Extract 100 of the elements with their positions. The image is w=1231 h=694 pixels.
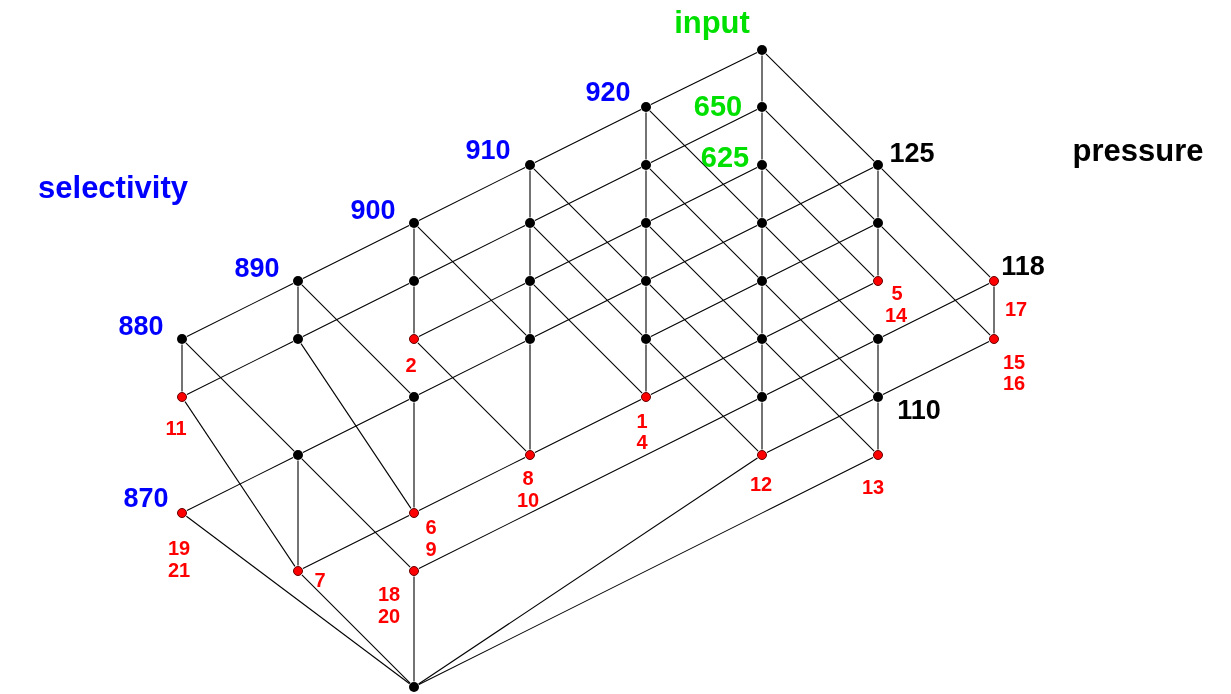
- connector-line: [649, 284, 759, 394]
- lattice-node-dot: [757, 392, 767, 402]
- lattice-node-dot: [525, 276, 535, 286]
- lattice-node-dot: [641, 334, 651, 344]
- lattice-node-dot: [641, 392, 651, 402]
- node-value-label: 15: [1002, 352, 1026, 372]
- connector-line: [297, 285, 299, 335]
- connector-line: [650, 108, 758, 164]
- node-value-label: 625: [700, 142, 750, 172]
- connector-line: [418, 398, 758, 570]
- connector-line: [418, 224, 526, 280]
- lattice-node-dot: [757, 102, 767, 112]
- lattice-node-dot: [409, 566, 419, 576]
- node-value-label: 20: [377, 606, 401, 626]
- node-value-label: 12: [749, 474, 773, 494]
- connector-line: [881, 168, 991, 278]
- connector-line: [301, 458, 411, 568]
- node-value-label: 650: [693, 91, 743, 121]
- connector-line: [533, 226, 643, 336]
- connector-line: [534, 166, 642, 222]
- node-value-label: 11: [165, 418, 187, 438]
- lattice-node-dot: [989, 334, 999, 344]
- connector-line: [302, 282, 410, 338]
- lattice-node-dot: [873, 276, 883, 286]
- connector-line: [417, 342, 527, 452]
- connector-line: [418, 282, 526, 338]
- lattice-node-dot: [757, 218, 767, 228]
- connector-line: [649, 226, 759, 336]
- connector-line: [645, 227, 647, 277]
- lattice-node-dot: [525, 334, 535, 344]
- lattice-node-dot: [873, 392, 883, 402]
- connector-line: [534, 108, 642, 164]
- connector-line: [766, 282, 874, 338]
- lattice-node-dot: [177, 508, 187, 518]
- lattice-node-dot: [641, 218, 651, 228]
- connector-line: [302, 514, 410, 570]
- connector-line: [649, 110, 759, 220]
- node-value-label: 920: [585, 78, 631, 106]
- node-value-label: 5: [891, 283, 903, 303]
- connector-line: [529, 169, 531, 219]
- node-value-label: 8: [522, 468, 534, 488]
- connector-line: [650, 51, 758, 106]
- lattice-node-dot: [757, 160, 767, 170]
- connector-line: [650, 224, 758, 280]
- connector-line: [765, 226, 875, 336]
- lattice-node-dot: [641, 160, 651, 170]
- connector-line: [297, 459, 299, 567]
- lattice-node-dot: [525, 218, 535, 228]
- node-value-label: 18: [377, 584, 401, 604]
- connector-line: [761, 111, 763, 161]
- node-value-label: 880: [118, 312, 164, 340]
- connector-line: [761, 401, 763, 451]
- connector-line: [413, 401, 415, 509]
- node-value-label: 17: [1004, 299, 1028, 319]
- lattice-node-dot: [873, 218, 883, 228]
- node-value-label: 910: [465, 136, 511, 164]
- connector-line: [650, 166, 758, 222]
- node-value-label: 9: [425, 539, 437, 559]
- connector-line: [765, 168, 875, 278]
- node-value-label: 900: [350, 196, 396, 224]
- connector-line: [413, 227, 415, 277]
- node-value-label: 21: [167, 560, 191, 580]
- connector-line: [418, 457, 758, 685]
- node-value-label: 870: [123, 484, 169, 512]
- axis-title: input: [674, 6, 750, 38]
- connector-line: [413, 575, 415, 683]
- node-value-label: 110: [897, 396, 941, 424]
- connector-line: [301, 284, 411, 394]
- node-value-label: 6: [425, 517, 437, 537]
- lattice-node-dot: [873, 450, 883, 460]
- lattice-node-dot: [873, 334, 883, 344]
- connector-line: [761, 343, 763, 393]
- connector-line: [761, 169, 763, 219]
- lattice-node-dot: [525, 160, 535, 170]
- connector-line: [765, 110, 875, 220]
- connector-line: [765, 53, 875, 162]
- connector-line: [418, 340, 526, 396]
- connector-line: [418, 456, 874, 686]
- connector-line: [765, 342, 875, 452]
- node-value-label: 118: [1001, 252, 1045, 280]
- lattice-node-dot: [409, 276, 419, 286]
- connector-line: [529, 343, 531, 451]
- connector-line: [533, 284, 643, 394]
- connector-line: [529, 285, 531, 335]
- connector-line: [185, 515, 411, 685]
- node-value-label: 16: [1002, 373, 1026, 393]
- node-value-label: 890: [234, 254, 280, 282]
- connector-line: [882, 282, 990, 338]
- connector-line: [417, 226, 527, 336]
- node-value-label: 19: [167, 538, 191, 558]
- lattice-node-dot: [409, 508, 419, 518]
- connector-line: [185, 342, 295, 452]
- lattice-node-dot: [293, 566, 303, 576]
- connector-line: [766, 166, 874, 222]
- lattice-node-dot: [641, 276, 651, 286]
- connector-line: [181, 343, 183, 393]
- connector-line: [413, 285, 415, 335]
- node-value-label: 13: [861, 477, 885, 497]
- connector-line: [766, 398, 874, 454]
- lattice-node-dot: [409, 392, 419, 402]
